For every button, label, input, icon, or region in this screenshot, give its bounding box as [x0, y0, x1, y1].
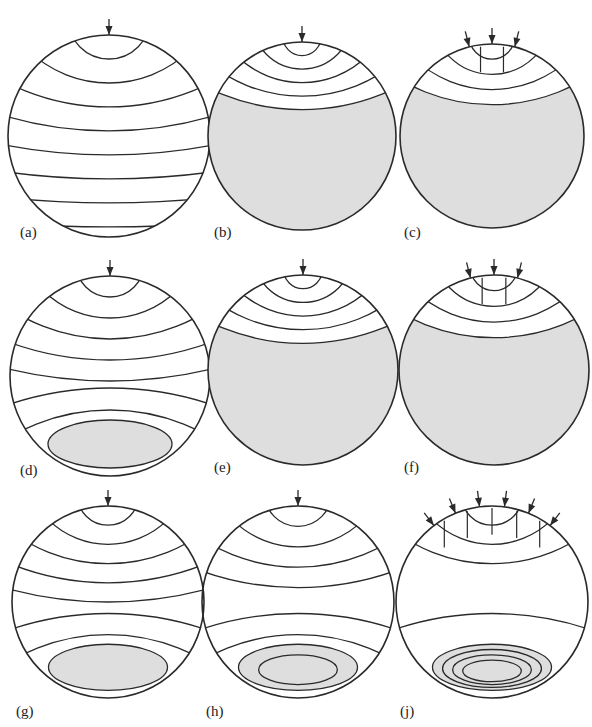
source-arrow	[550, 513, 560, 526]
arrowhead	[449, 504, 456, 514]
panel-label: (d)	[20, 463, 38, 478]
arrowhead	[300, 266, 307, 275]
sphere-outline	[10, 276, 210, 476]
arrowhead	[465, 268, 472, 278]
source-arrow	[528, 498, 534, 513]
sphere-outline	[202, 506, 394, 698]
arrowhead	[464, 37, 471, 47]
arrowhead	[107, 267, 114, 276]
sphere-contours	[185, 241, 592, 727]
arrowhead	[528, 504, 535, 514]
source-arrow	[449, 498, 455, 513]
panel-label: (a)	[20, 225, 37, 240]
arrowhead	[299, 33, 306, 42]
arrowhead	[426, 516, 434, 525]
arrowhead	[106, 26, 113, 35]
sphere-contours	[311, 0, 592, 228]
sphere-contours	[307, 0, 592, 465]
sphere-outline	[8, 35, 210, 237]
panel-label: (f)	[404, 460, 419, 475]
sphere-outline	[208, 275, 398, 465]
arrowhead	[502, 497, 509, 506]
arrowhead	[491, 266, 498, 275]
sphere-outline	[399, 275, 589, 465]
arrowhead	[105, 497, 112, 506]
sphere-contours	[0, 8, 592, 727]
panel-label: (e)	[214, 460, 231, 475]
sphere-outline	[396, 506, 588, 698]
arrowhead	[295, 497, 302, 506]
arrowhead	[516, 268, 523, 278]
sphere-outline	[400, 44, 584, 228]
panel-label: (g)	[16, 704, 34, 719]
arrowhead	[489, 35, 496, 44]
arrowhead	[514, 37, 521, 47]
sphere-outline	[12, 506, 204, 698]
panel-label: (h)	[206, 704, 224, 719]
panel-label: (j)	[400, 704, 414, 719]
source-arrow	[424, 513, 434, 526]
panel-label: (b)	[214, 225, 232, 240]
arrowhead	[475, 497, 482, 506]
arrowhead	[550, 516, 558, 525]
sphere-outline	[208, 42, 396, 230]
panel-label: (c)	[404, 225, 421, 240]
